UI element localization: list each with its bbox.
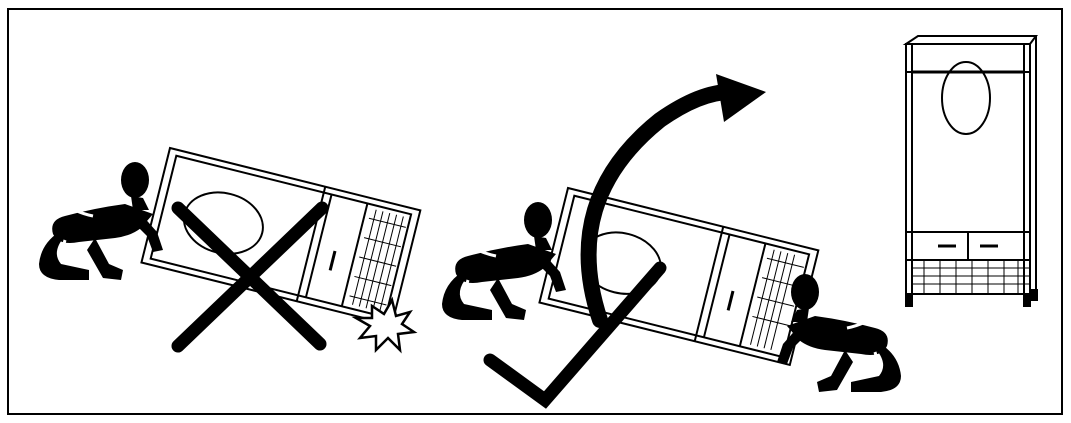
wardrobe-mirror — [941, 61, 991, 135]
impact-burst-icon — [351, 296, 418, 354]
correct-method-panel — [440, 74, 903, 409]
wrong-method-panel — [37, 146, 422, 354]
curved-arrow-icon — [580, 74, 766, 328]
cross-mark-icon — [171, 201, 329, 353]
check-mark-icon — [483, 261, 667, 409]
upright-wardrobe — [902, 35, 1038, 307]
